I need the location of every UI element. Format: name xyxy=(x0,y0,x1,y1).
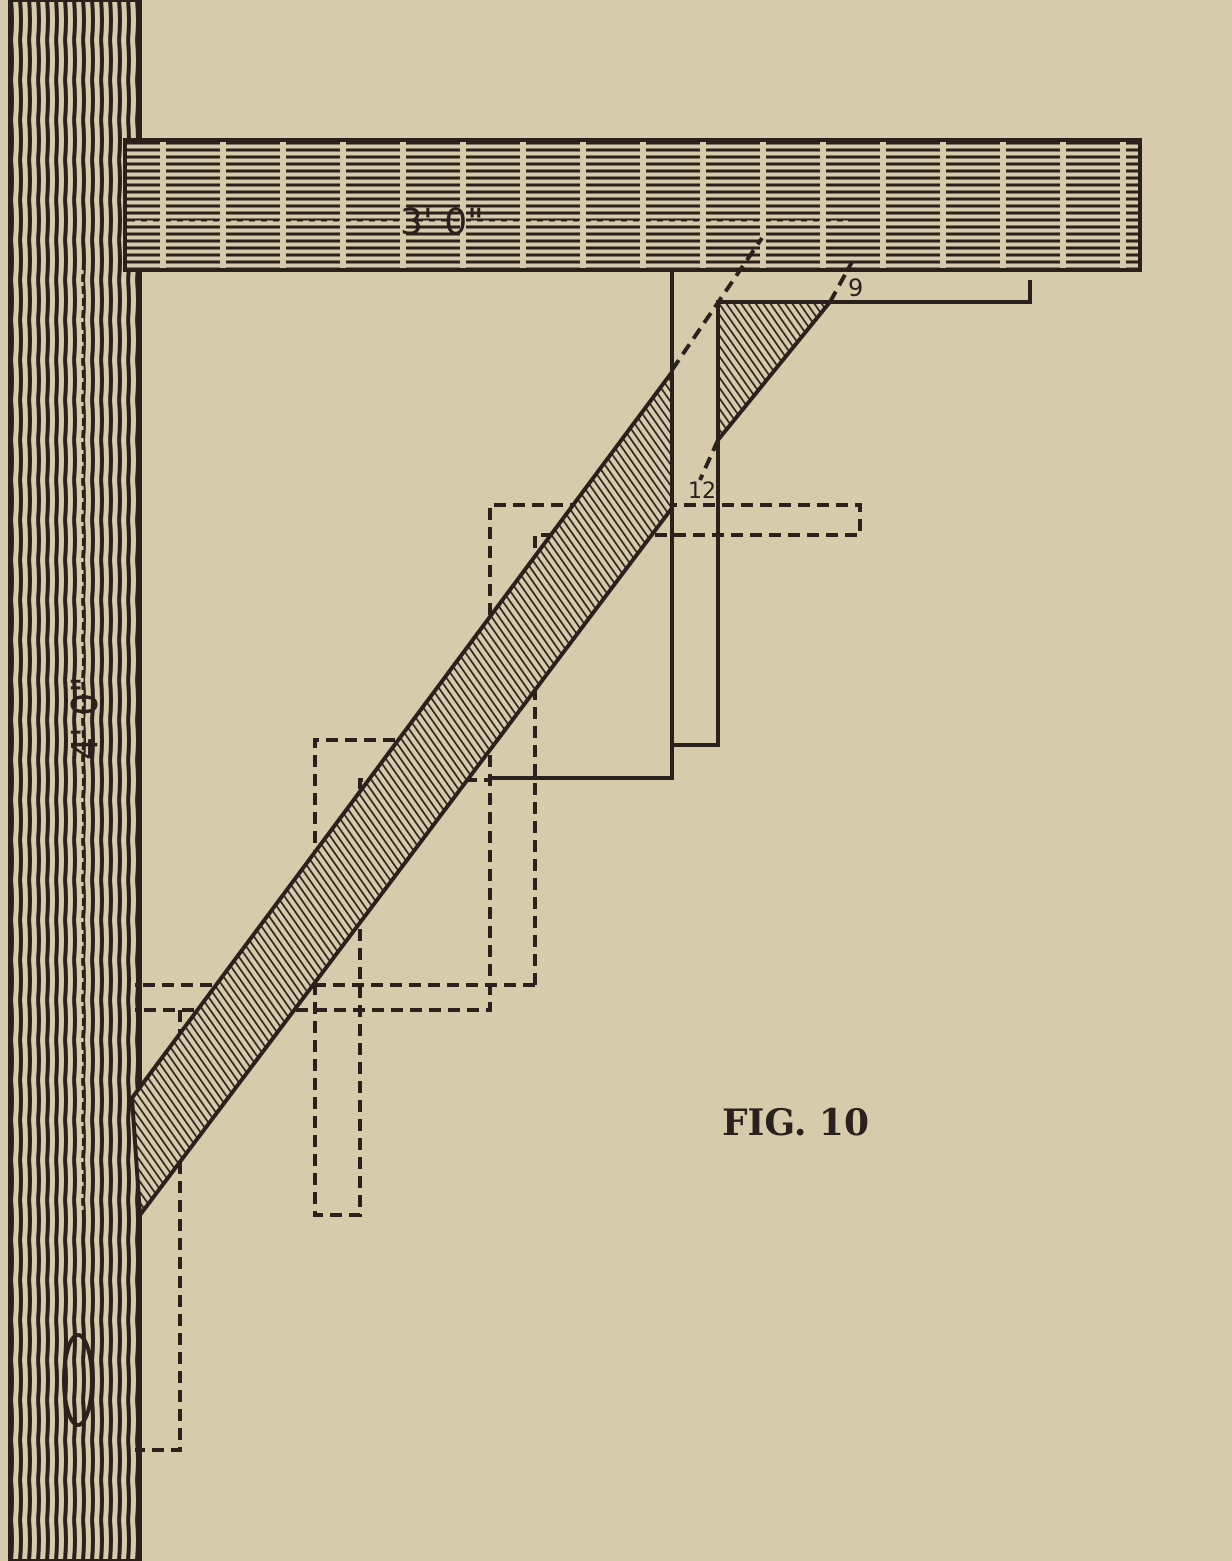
beam-length-label: 3' 0" xyxy=(400,202,484,243)
vertical-post xyxy=(8,0,142,1561)
diagonal-brace xyxy=(129,365,674,1221)
square-positions-dashed xyxy=(135,236,862,1452)
framing-square-solid xyxy=(490,270,1032,780)
horizontal-beam xyxy=(123,138,1142,272)
brace-cut-triangle xyxy=(716,300,835,446)
wood-knot xyxy=(62,1333,94,1427)
figure-caption: FIG. 10 xyxy=(722,1102,869,1144)
square-rise-label: 9 xyxy=(848,274,863,302)
square-run-label: 12 xyxy=(688,479,716,504)
post-height-label: 4' 0" xyxy=(65,676,106,760)
